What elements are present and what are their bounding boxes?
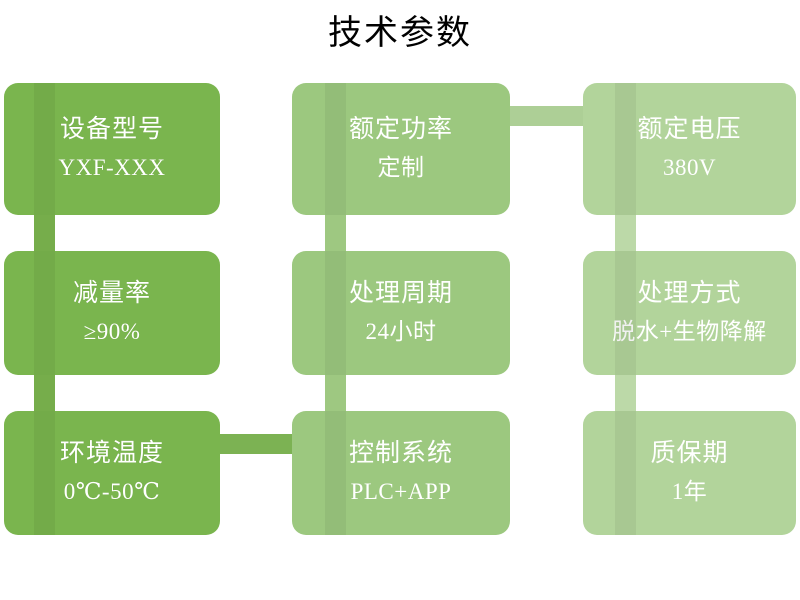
page-title: 技术参数 bbox=[328, 13, 472, 53]
card-title-cycle: 处理周期 bbox=[348, 280, 453, 308]
card-value-method: 脱水+生物降解 bbox=[612, 319, 767, 345]
card-band-temperature bbox=[34, 411, 55, 535]
card-band-rated-voltage bbox=[615, 83, 636, 215]
card-value-model: YXF-XXX bbox=[58, 155, 166, 181]
card-title-reduction: 减量率 bbox=[72, 280, 151, 308]
card-nub-method bbox=[615, 375, 636, 395]
card-control[interactable]: 控制系统 PLC+APP bbox=[292, 411, 510, 535]
card-title-control: 控制系统 bbox=[348, 440, 453, 468]
card-title-model: 设备型号 bbox=[59, 116, 164, 144]
card-band-model bbox=[34, 83, 55, 215]
card-nub-rated-voltage bbox=[615, 215, 636, 235]
card-model[interactable]: 设备型号 YXF-XXX bbox=[4, 83, 220, 215]
card-nub-reduction bbox=[34, 375, 55, 395]
card-band-cycle bbox=[325, 251, 346, 375]
card-title-rated-voltage: 额定电压 bbox=[637, 116, 742, 144]
card-value-reduction: ≥90% bbox=[83, 319, 141, 345]
card-value-warranty: 1年 bbox=[671, 479, 708, 505]
card-value-rated-power: 定制 bbox=[377, 155, 425, 181]
card-value-rated-voltage: 380V bbox=[662, 155, 717, 181]
connector-row1-col2-col3 bbox=[495, 106, 595, 126]
card-band-reduction bbox=[34, 251, 55, 375]
card-rated-voltage[interactable]: 额定电压 380V bbox=[583, 83, 796, 215]
card-value-cycle: 24小时 bbox=[365, 319, 437, 345]
card-temperature[interactable]: 环境温度 0℃-50℃ bbox=[4, 411, 220, 535]
card-value-control: PLC+APP bbox=[350, 479, 452, 505]
card-title-warranty: 质保期 bbox=[650, 440, 729, 468]
card-band-method bbox=[615, 251, 636, 375]
card-cycle[interactable]: 处理周期 24小时 bbox=[292, 251, 510, 375]
card-reduction[interactable]: 减量率 ≥90% bbox=[4, 251, 220, 375]
card-band-control bbox=[325, 411, 346, 535]
card-title-method: 处理方式 bbox=[637, 280, 742, 308]
card-warranty[interactable]: 质保期 1年 bbox=[583, 411, 796, 535]
card-band-warranty bbox=[615, 411, 636, 535]
card-title-temperature: 环境温度 bbox=[59, 440, 164, 468]
card-nub-model bbox=[34, 215, 55, 235]
card-method[interactable]: 处理方式 脱水+生物降解 bbox=[583, 251, 796, 375]
card-band-rated-power bbox=[325, 83, 346, 215]
card-value-temperature: 0℃-50℃ bbox=[63, 479, 161, 505]
card-nub-rated-power bbox=[325, 215, 346, 235]
card-nub-cycle bbox=[325, 375, 346, 395]
card-rated-power[interactable]: 额定功率 定制 bbox=[292, 83, 510, 215]
card-title-rated-power: 额定功率 bbox=[348, 116, 453, 144]
